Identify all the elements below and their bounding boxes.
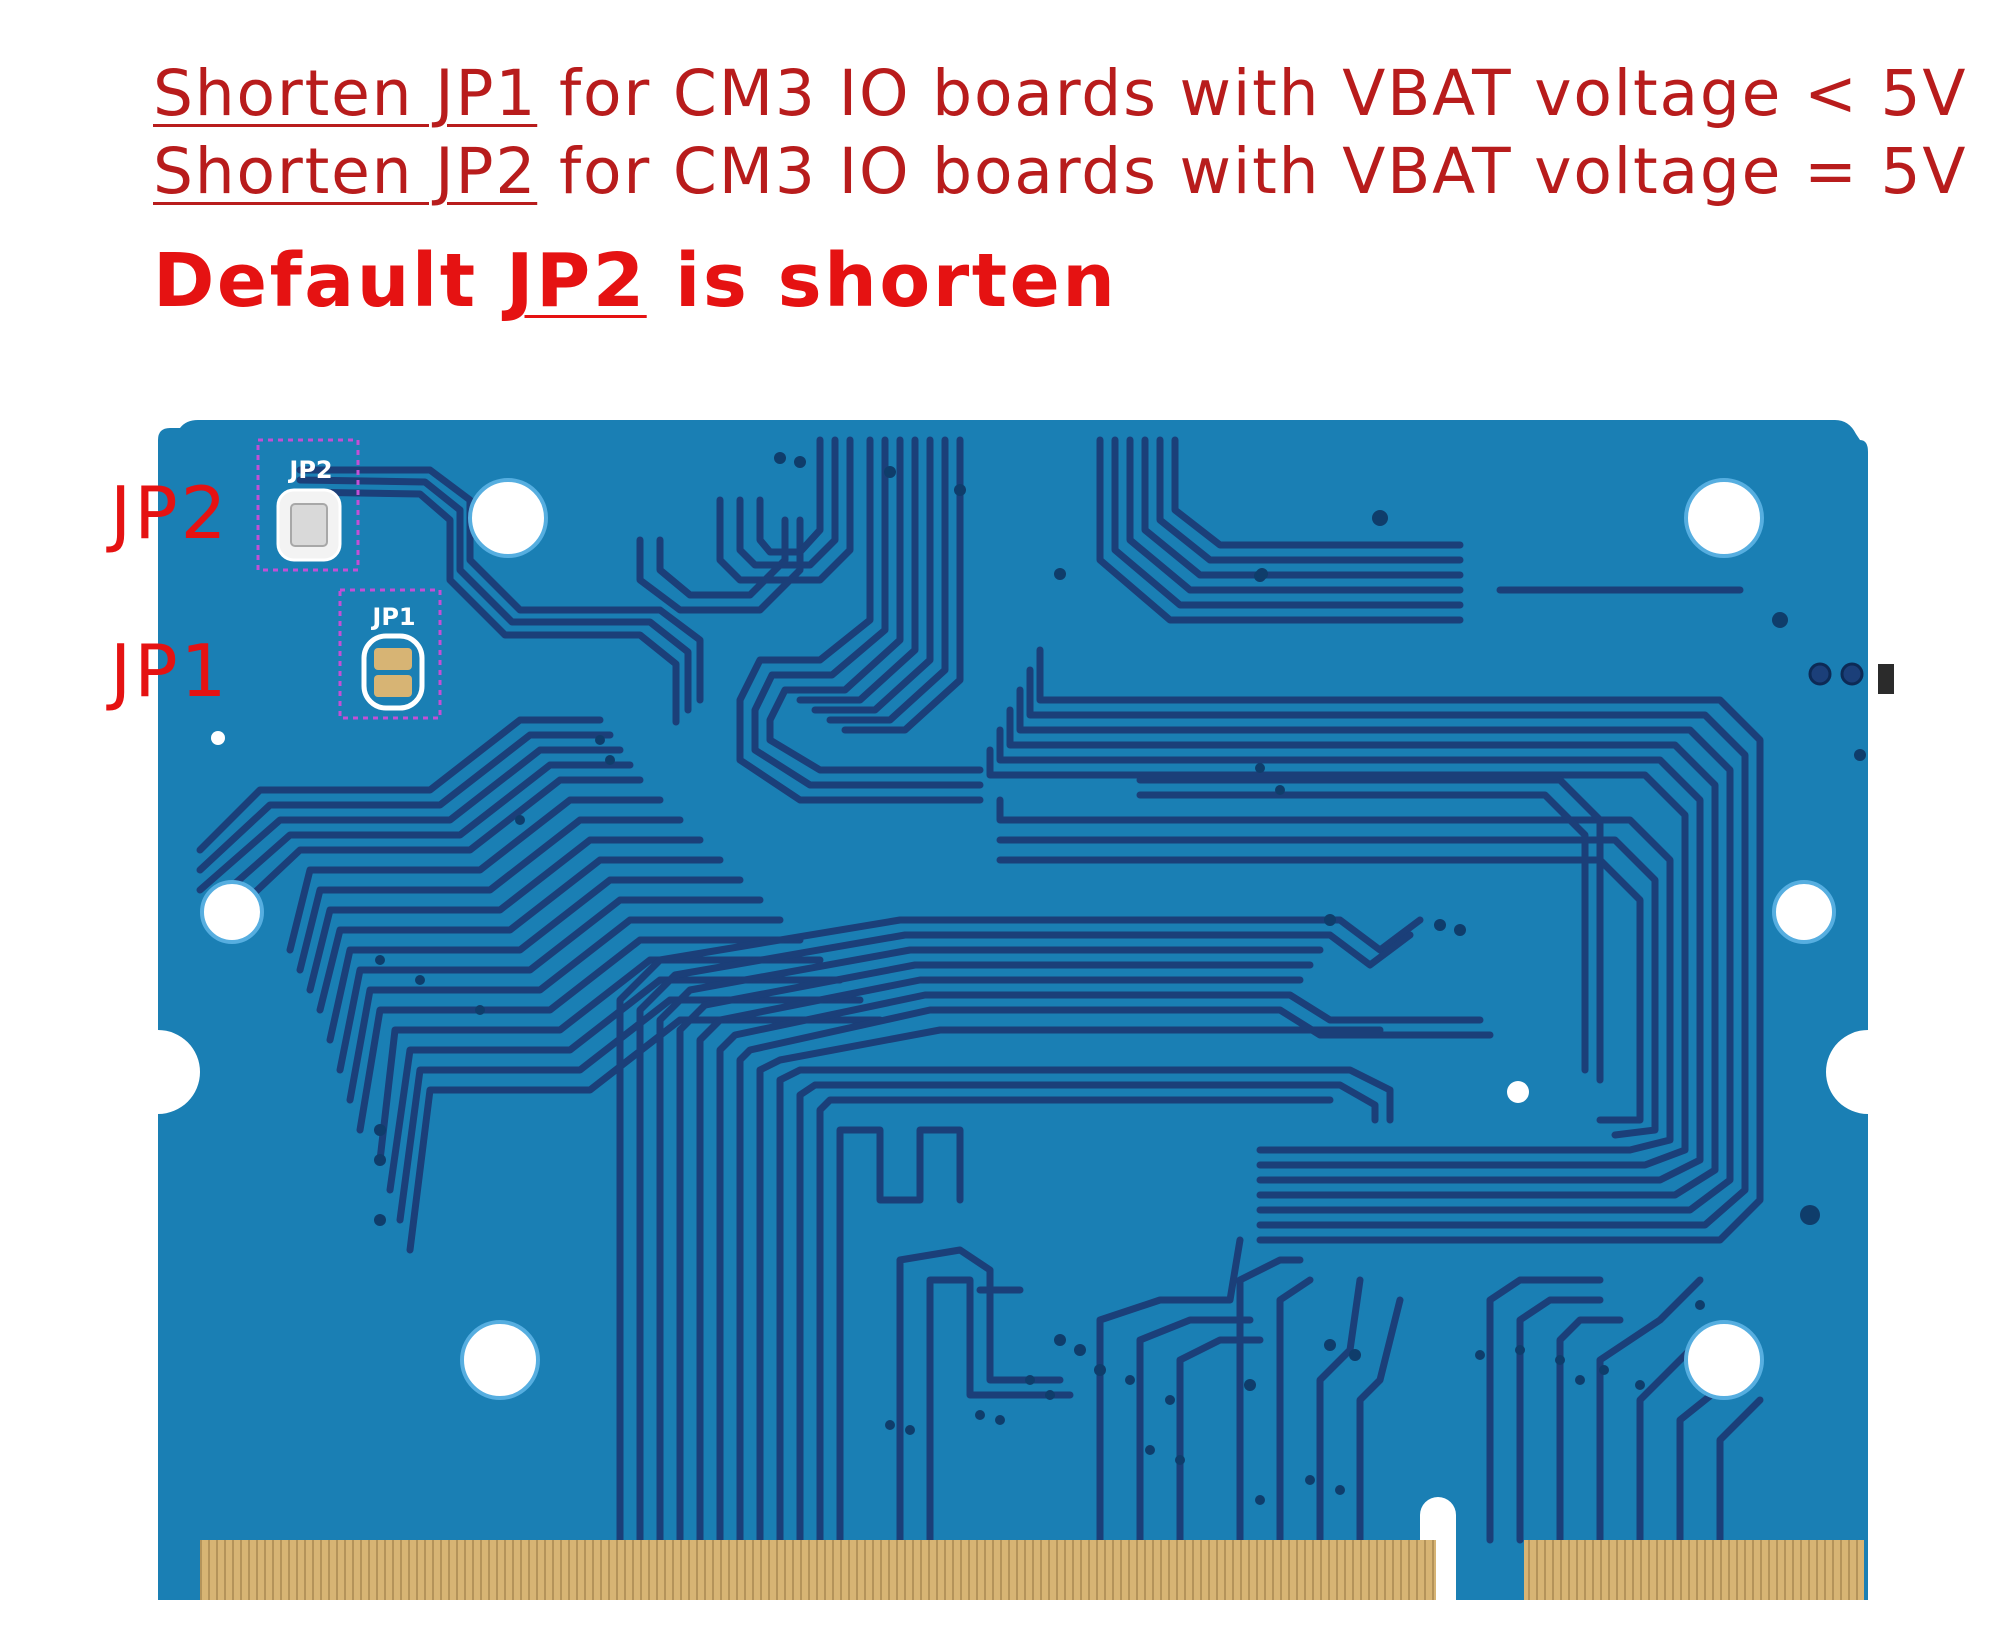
via-dots [374, 452, 1866, 1505]
edge-connector-left [200, 1540, 1436, 1600]
caption-line-3-jp2: JP2 [505, 238, 647, 324]
jp1-marker-box [338, 588, 442, 720]
trace-group-top [636, 436, 1744, 804]
jp2-pad [290, 503, 328, 547]
jp1-silkscreen: JP1 [370, 603, 415, 631]
jp2-marker-box [256, 438, 360, 572]
small-white-vias [211, 731, 1529, 1103]
mounting-holes [200, 478, 1836, 1400]
edge-connector-right [1524, 1540, 1864, 1600]
caption-line-2-lead: Shorten JP2 [153, 135, 538, 208]
caption-line-2: Shorten JP2 for CM3 IO boards with VBAT … [153, 140, 1967, 203]
caption-line-3-post: is shorten [646, 238, 1118, 324]
trace-group-right-loop [986, 646, 1764, 1244]
caption-line-1: Shorten JP1 for CM3 IO boards with VBAT … [153, 62, 1967, 125]
jp1-pad-bottom [374, 675, 412, 697]
trace-group-center [616, 916, 1764, 1544]
jp1-side-label: JP1 [110, 629, 230, 713]
caption-line-3: Default JP2 is shorten [153, 244, 1117, 318]
caption-line-3-pre: Default [153, 238, 506, 324]
caption-line-1-rest: for CM3 IO boards with VBAT voltage < 5V [537, 57, 1968, 130]
right-pads [1808, 662, 1864, 686]
jp1-pad-top [374, 648, 412, 670]
caption-line-2-rest: for CM3 IO boards with VBAT voltage = 5V [537, 135, 1968, 208]
trace-group-left [196, 466, 884, 1254]
jp2-silkscreen: JP2 [287, 456, 332, 484]
jp2-side-label: JP2 [110, 471, 230, 555]
edge-component [1878, 664, 1894, 694]
jp1-pad-outline [361, 633, 425, 711]
caption-line-1-lead: Shorten JP1 [153, 57, 538, 130]
